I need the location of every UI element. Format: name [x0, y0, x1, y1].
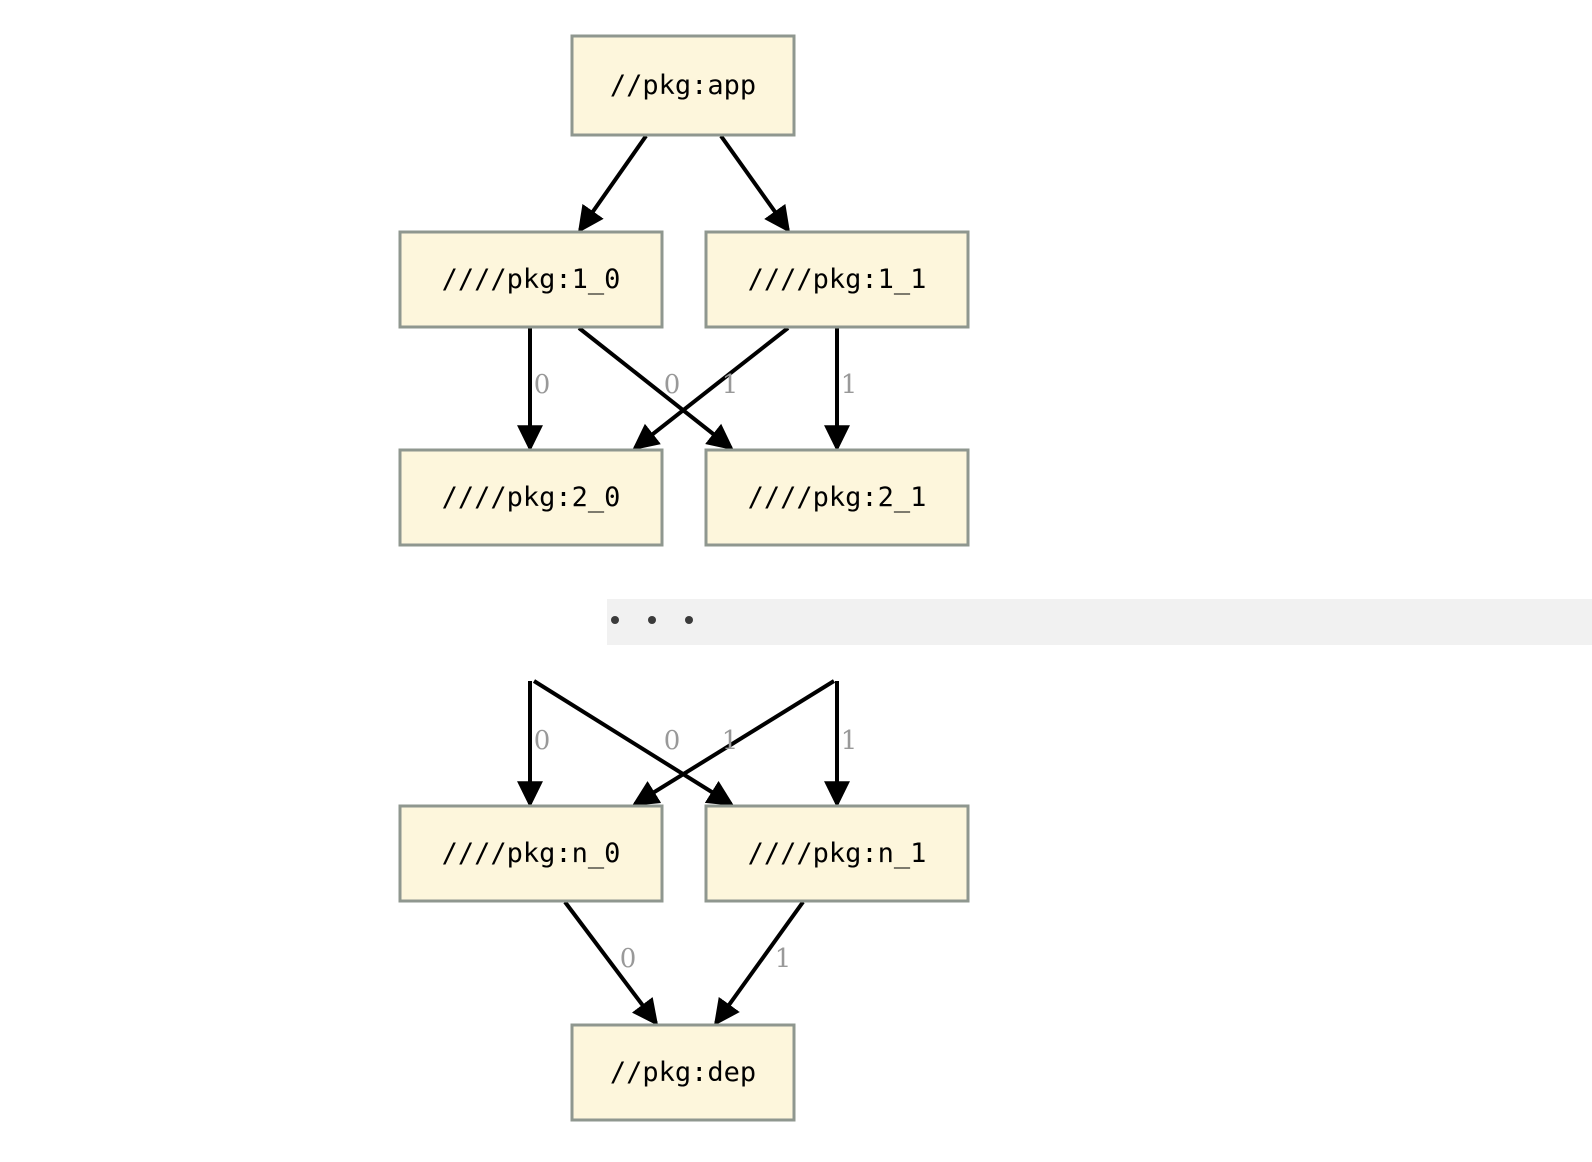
- node-label: //pkg:dep: [610, 1057, 756, 1088]
- node-box[interactable]: [570, 34, 796, 137]
- edge-label: 1: [841, 726, 858, 756]
- edge-line: [532, 679, 735, 806]
- node-n2_0[interactable]: ////pkg:2_0: [398, 448, 664, 547]
- node-label: ////pkg:1_0: [442, 264, 621, 295]
- edge-label: 0: [664, 726, 681, 756]
- node-n2_1[interactable]: ////pkg:2_1: [704, 448, 970, 547]
- edge-e-1_0-2_0: 0: [517, 328, 551, 452]
- node-dep[interactable]: //pkg:dep: [570, 1023, 796, 1122]
- ellipsis-band: [607, 599, 1592, 645]
- edge-e-n_0-dep: 0: [563, 900, 659, 1026]
- node-box[interactable]: [704, 448, 970, 547]
- node-box[interactable]: [570, 1023, 796, 1122]
- ellipsis-dot-0: [611, 616, 619, 624]
- node-label: ////pkg:2_1: [748, 482, 927, 513]
- edge-line: [577, 134, 648, 233]
- node-box[interactable]: [398, 230, 664, 329]
- node-label: ////pkg:1_1: [748, 264, 927, 295]
- edge-label: 0: [534, 726, 551, 756]
- edge-line: [719, 134, 791, 233]
- edge-line: [631, 679, 836, 806]
- node-nn_1[interactable]: ////pkg:n_1: [704, 804, 970, 903]
- edge-layer: 0 0 1 1 0 0 1 1 0 1: [517, 134, 858, 1026]
- node-nn_0[interactable]: ////pkg:n_0: [398, 804, 664, 903]
- edge-label: 0: [534, 370, 551, 400]
- edge-label: 1: [722, 726, 739, 756]
- edge-line: [577, 326, 734, 451]
- node-n1_1[interactable]: ////pkg:1_1: [704, 230, 970, 329]
- edge-e-nm_1-n_1: 1: [824, 681, 858, 808]
- edge-e-1_1-2_0: 1: [632, 326, 790, 451]
- node-box[interactable]: [704, 230, 970, 329]
- edge-e-nm_0-n_1: 0: [532, 679, 735, 806]
- node-app[interactable]: //pkg:app: [570, 34, 796, 137]
- edge-e-nm_0-n_0: 0: [517, 681, 551, 808]
- edge-e-app-1_0: [577, 134, 648, 233]
- node-box[interactable]: [398, 448, 664, 547]
- edge-label: 1: [722, 370, 739, 400]
- node-label: //pkg:app: [610, 70, 756, 101]
- ellipsis-dot-1: [648, 616, 656, 624]
- node-box[interactable]: [398, 804, 664, 903]
- node-label: ////pkg:2_0: [442, 482, 621, 513]
- node-layer: //pkg:app ////pkg:1_0 ////pkg:1_1 ////pkg:2…: [398, 34, 970, 1122]
- edge-e-nm_1-n_0: 1: [631, 679, 836, 806]
- node-label: ////pkg:n_0: [442, 838, 621, 869]
- ellipsis-separator: [607, 599, 1592, 645]
- edge-line: [632, 326, 790, 451]
- node-n1_0[interactable]: ////pkg:1_0: [398, 230, 664, 329]
- edge-label: 0: [664, 370, 681, 400]
- edge-label: 0: [620, 944, 637, 974]
- edge-label: 1: [775, 944, 792, 974]
- edge-e-1_1-2_1: 1: [824, 328, 858, 452]
- edge-e-n_1-dep: 1: [713, 900, 805, 1026]
- edge-label: 1: [841, 370, 858, 400]
- node-label: ////pkg:n_1: [748, 838, 927, 869]
- ellipsis-dot-2: [685, 616, 693, 624]
- node-box[interactable]: [704, 804, 970, 903]
- edge-line: [713, 900, 805, 1026]
- edge-e-app-1_1: [719, 134, 791, 233]
- edge-line: [563, 900, 659, 1026]
- edge-e-1_0-2_1: 0: [577, 326, 734, 451]
